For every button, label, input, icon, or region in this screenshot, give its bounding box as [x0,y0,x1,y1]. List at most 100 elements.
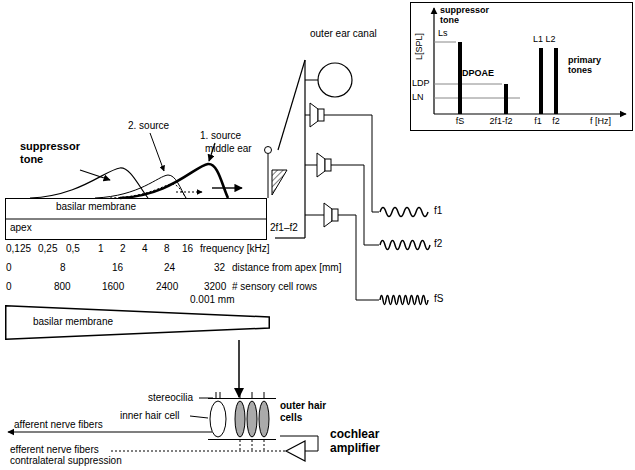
efferent-fiber [252,440,253,451]
text-label: 16 [112,262,123,274]
text-label: f [Hz] [590,116,611,126]
partition-line [5,219,267,220]
text-label: efferent nerve fibers [10,444,99,456]
text-label: 0 [6,262,12,274]
text-label: fS [456,116,465,126]
spectral-bar [458,42,462,114]
connector-arrow [238,340,240,397]
text-label: f1 [534,116,542,126]
text-label: # sensory cell rows [232,281,317,293]
text-label: frequency [kHz] [200,243,269,255]
text-label: 0 [6,281,12,293]
text-label: 32 [214,262,225,274]
text-label: f2 [552,116,560,126]
text-label: contralateral suppression [10,455,122,467]
text-label: suppressor tone [20,140,92,165]
node-text: basilar membrane [33,316,113,328]
spectral-bar [504,84,508,114]
speaker [332,209,338,221]
text-label: 24 [164,262,175,274]
text-label: 0.001 mm [190,294,234,306]
text-label: LDP [412,78,430,88]
text-label: f1 [434,205,442,217]
microphone-stem [305,80,318,81]
text-label: 2 [120,243,126,255]
text-label: 1600 [102,281,124,293]
level-line [434,84,502,85]
text-label: 8 [164,243,170,255]
text-label: L[SPL] [414,33,424,60]
node-text: apex [10,222,32,234]
text-label: 2. source [128,120,169,132]
text-label: suppressor tone [440,5,502,26]
signal-wire [338,215,379,300]
text-label: outer ear canal [310,28,377,40]
leader-line [190,416,208,418]
sine-wave [380,208,428,217]
text-label: 16 [182,243,193,255]
amplifier-symbol [286,441,305,461]
speaker-cone [310,103,318,127]
amplifier-input [280,436,318,451]
text-label: inner hair cell [120,410,179,422]
text-label: L1 L2 [533,34,556,44]
text-label: 1 [98,243,104,255]
eardrum [272,170,287,195]
text-label: 8 [60,262,66,274]
text-label: 2400 [156,281,178,293]
microphone [318,63,352,97]
speaker [325,159,331,171]
ossicle-link [268,154,269,198]
speaker [318,109,324,121]
organ-of-corti: outer hair cells [208,398,276,440]
spectral-bar [554,48,558,114]
afferent-fiber [8,431,212,432]
speaker-stem [305,165,317,166]
node-text: outer hair cells [280,400,330,423]
text-label: f2 [434,238,442,250]
wave-direction [176,192,202,193]
text-label: 2f1-f2 [489,116,512,126]
text-label: primary tones [568,55,623,76]
text-label: cochlear amplifier [330,428,408,456]
canal-wall [278,60,305,150]
source-wave [110,184,186,198]
text-label: Ls [438,28,448,38]
text-label: 1. source [200,130,241,142]
pointer-arrow [80,170,110,180]
canal-wall [275,237,305,238]
text-label: middle ear [205,143,252,155]
frequency-axis [434,113,626,114]
spectrum-frame [411,3,633,131]
basilar-membrane: basilar membrane [5,305,270,340]
text-label: afferent nerve fibers [14,419,103,431]
level-line [434,42,456,43]
probe-body [304,60,305,238]
text-label: fS [434,293,443,305]
efferent-fiber [264,440,265,451]
signal-wire [331,165,379,245]
spectral-bar [539,48,543,114]
pointer-arrow [150,133,164,171]
speaker-cone [324,203,332,227]
text-label: 3200 [204,281,226,293]
primary-wave [120,164,228,198]
efferent-fiber [110,451,285,452]
speaker-stem [305,115,310,116]
speaker-cone [317,153,325,177]
text-label: stereocilia [148,392,193,404]
cochlea-strip: basilar membraneapex [5,198,267,240]
efferent-fiber [240,440,241,451]
text-label: LN [412,92,424,102]
outer-hair-cell [235,401,245,437]
outer-hair-cell [247,401,257,437]
outer-hair-cell [259,401,269,437]
text-label: 800 [54,281,71,293]
membrane-shape [6,306,270,340]
sine-wave [380,241,430,250]
speaker-stem [305,215,324,216]
text-label: 0,125 [6,243,31,255]
middle-ear-joint [265,147,272,154]
